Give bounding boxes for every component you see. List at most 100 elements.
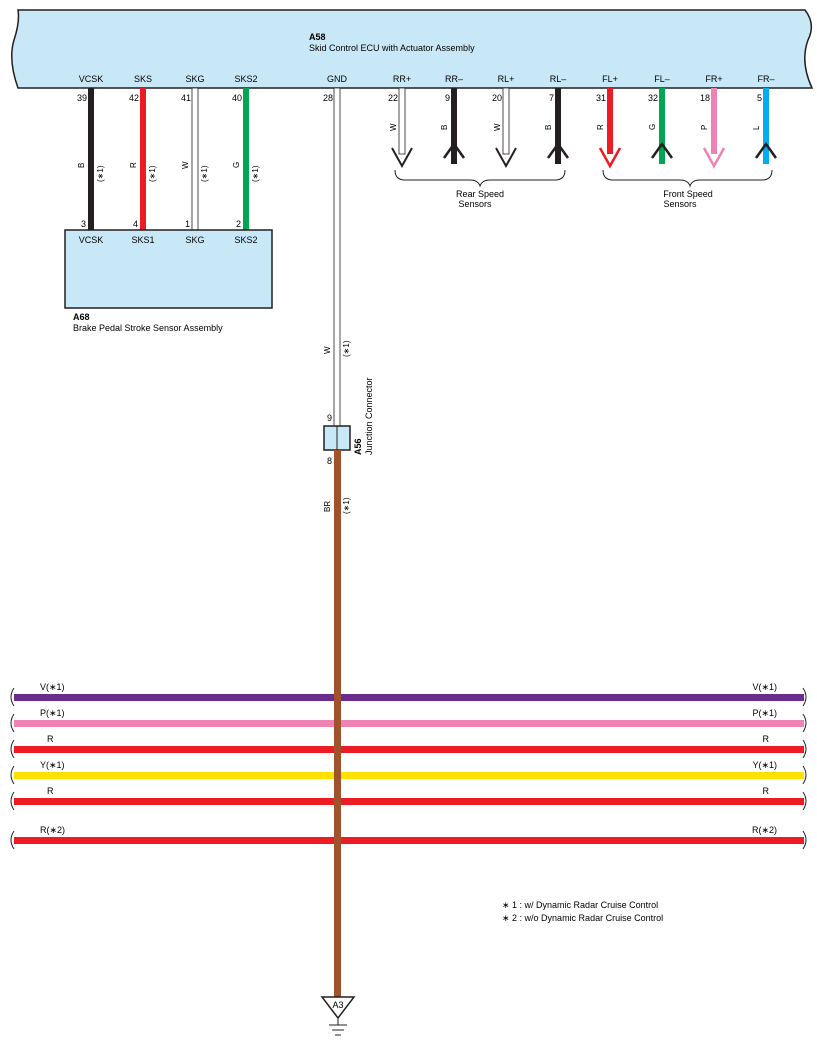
ecu-id: A58 [309,32,326,42]
ground-icon: A3 [320,996,356,1036]
wire-color-code: R [596,124,605,130]
sensor-assembly-id: A68 [73,312,90,322]
wire-fl-minus [659,88,665,164]
rear-sensors-label: Sensors [458,199,492,209]
ecu-pin-num: 28 [323,93,333,103]
arrow-up-icon [754,141,778,159]
rear-sensors-brace [394,169,566,188]
bus-line: R(∗2) R(∗2) [10,825,807,850]
brown-wire-option-code: (∗1) [342,497,351,514]
junction-name: Junction Connector [364,377,374,455]
wire-color-code: W [181,161,190,169]
bus-line: Y(∗1) Y(∗1) [10,760,807,785]
ecu-pin-num: 5 [757,93,762,103]
sensor-wires [88,87,249,231]
wire-color-code: G [232,162,241,168]
arrow-down-icon [495,147,517,169]
ecu-pin-label: FR+ [705,74,722,84]
front-sensors-label: Sensors [663,199,697,209]
bus-label-left: R [47,734,54,744]
ecu-pin-label: SKS2 [234,74,257,84]
ecu-pin-label: SKG [185,74,204,84]
harness-buses: V(∗1) V(∗1) P(∗1) P(∗1) R R Y(∗1) Y(∗1) [10,682,807,850]
ecu-pin-label: FR– [757,74,774,84]
wire-vcsk [88,88,94,230]
wire-fl-plus [607,88,613,154]
ecu-pin-num: 18 [700,93,710,103]
wire-color-code: W [389,123,398,131]
wire-option-code: (∗1) [200,165,209,182]
front-sensors-brace [602,169,773,188]
wire-rl-plus [502,87,510,155]
footnote: ∗ 2 : w/o Dynamic Radar Cruise Control [502,913,663,923]
ecu-pin-labels: VCSK SKS SKG SKS2 GND RR+ RR– RL+ RL– FL… [79,74,775,84]
wire-fr-plus [711,88,717,154]
front-sensors-label: Front Speed [663,189,713,199]
arrow-up-icon [442,141,466,159]
gnd-wire [333,87,341,429]
ecu-pin-num: 9 [445,93,450,103]
wire-color-code: L [752,125,761,130]
ecu-pin-label: VCSK [79,74,104,84]
brown-ground-wire [334,450,341,998]
ecu-pin-label: FL– [654,74,670,84]
bus-line: R R [10,786,807,811]
bus-line: V(∗1) V(∗1) [10,682,807,707]
ecu-pin-num: 31 [596,93,606,103]
bus-label-right: R [763,786,770,796]
wire-fr-minus [763,88,769,164]
ecu-box [11,9,814,89]
ecu-name: Skid Control ECU with Actuator Assembly [309,43,475,53]
wire-option-code: (∗1) [251,165,260,182]
bus-line: P(∗1) P(∗1) [10,708,807,733]
bus-label-right: R [763,734,770,744]
wire-sks2 [243,88,249,230]
bus-label-right: Y(∗1) [752,760,777,770]
sensor-assembly-pin-labels: VCSK SKS1 SKG SKS2 [79,235,258,245]
ecu-pin-num: 7 [549,93,554,103]
bus-label-left: Y(∗1) [40,760,65,770]
ecu-pin-numbers: 39 42 41 40 28 22 9 20 7 31 32 18 5 [77,93,762,103]
wire-rr-minus [451,88,457,164]
sensor-pin-label: SKS2 [234,235,257,245]
junction-id: A56 [353,438,363,455]
sensor-pin-label: SKG [185,235,204,245]
ecu-pin-num: 42 [129,93,139,103]
wire-color-code: P [700,125,709,130]
ecu-pin-label: FL+ [602,74,618,84]
sensor-assembly-box [64,229,273,309]
sensor-pin-num: 4 [133,219,138,229]
wire-color-code: R [129,162,138,168]
junction-pin-out: 8 [327,456,332,466]
gnd-wire-color-code: W [323,346,332,354]
bus-label-right: P(∗1) [752,708,777,718]
ecu-pin-num: 39 [77,93,87,103]
bus-label-left: P(∗1) [40,708,65,718]
sensor-wire-codes: B (∗1) R (∗1) W (∗1) G (∗1) [77,161,260,182]
bus-line: R R [10,734,807,759]
ecu-pin-num: 40 [232,93,242,103]
gnd-wire-option-code: (∗1) [342,340,351,357]
wire-color-code: B [544,125,553,130]
bus-label-left: V(∗1) [40,682,65,692]
ecu-pin-label: RL– [550,74,567,84]
sensor-pin-label: VCSK [79,235,104,245]
sensor-pin-num: 3 [81,219,86,229]
wire-color-code: G [648,124,657,130]
sensor-pin-num: 2 [236,219,241,229]
ecu-pin-num: 20 [492,93,502,103]
bus-label-left: R [47,786,54,796]
rear-sensors-label: Rear Speed [456,189,504,199]
junction-pin-in: 9 [327,413,332,423]
arrow-down-icon [598,147,622,169]
ecu-pin-label: RL+ [498,74,515,84]
ecu-pin-num: 41 [181,93,191,103]
speed-sensor-wires [391,87,778,169]
wire-color-code: W [493,123,502,131]
arrow-down-icon [702,147,726,169]
ecu-pin-label: RR+ [393,74,411,84]
sensor-assembly-pin-numbers: 3 4 1 2 [81,219,241,229]
wire-option-code: (∗1) [148,165,157,182]
bus-label-left: R(∗2) [40,825,65,835]
arrow-up-icon [546,141,570,159]
